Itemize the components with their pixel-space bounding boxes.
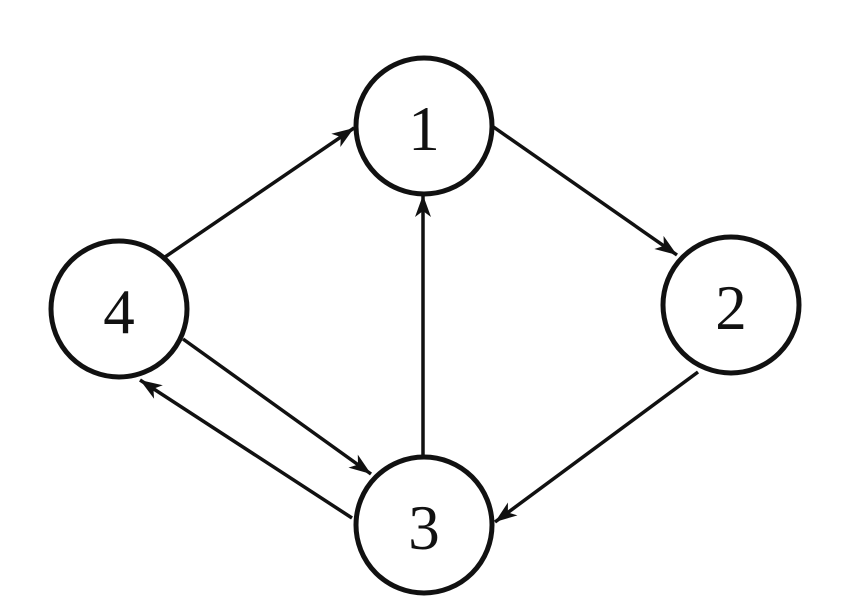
node-2-label: 2	[715, 273, 747, 343]
node-1	[353, 55, 495, 197]
node-4	[48, 238, 190, 380]
node-3	[353, 454, 495, 596]
edge-4-to-1-arrow	[164, 126, 355, 259]
edge-3-to-4-arrow	[139, 378, 353, 520]
node-1-label: 1	[408, 94, 440, 164]
edge-1-to-2-arrow	[490, 124, 679, 257]
node-4-label: 4	[103, 277, 135, 347]
edge-2-to-3-arrow	[493, 370, 700, 524]
node-2	[660, 234, 802, 376]
edge-4-to-3-arrow	[181, 337, 373, 476]
node-3-label: 3	[408, 493, 440, 563]
